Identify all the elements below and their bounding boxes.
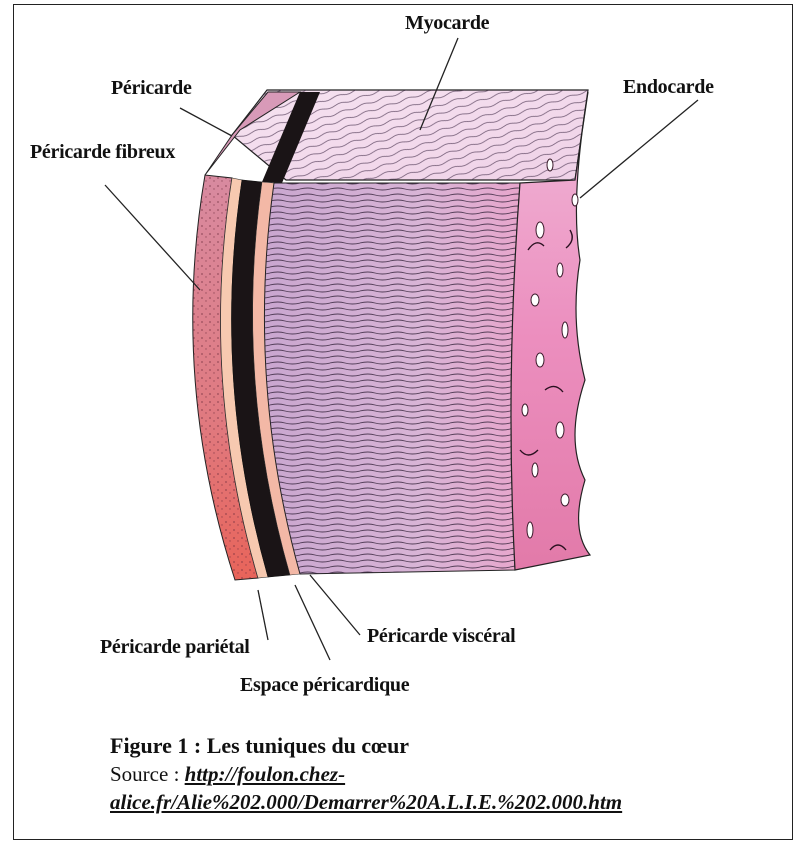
label-myocarde: Myocarde <box>405 12 489 35</box>
label-pericarde-parietal: Péricarde pariétal <box>100 636 250 659</box>
figure-source-line: Source : http://foulon.chez- <box>110 762 345 787</box>
source-prefix: Source : <box>110 762 185 786</box>
figure-caption-title: Figure 1 : Les tuniques du cœur <box>110 733 409 759</box>
source-link-part1[interactable]: http://foulon.chez- <box>185 762 345 786</box>
source-link-part2[interactable]: alice.fr/Alie%202.000/Demarrer%20A.L.I.E… <box>110 790 622 815</box>
label-endocarde: Endocarde <box>623 76 714 99</box>
label-pericarde-fibreux: Péricarde fibreux <box>30 141 175 164</box>
label-pericarde-visceral: Péricarde viscéral <box>367 625 515 648</box>
label-pericarde: Péricarde <box>111 77 192 100</box>
label-espace-pericardique: Espace péricardique <box>240 674 409 697</box>
